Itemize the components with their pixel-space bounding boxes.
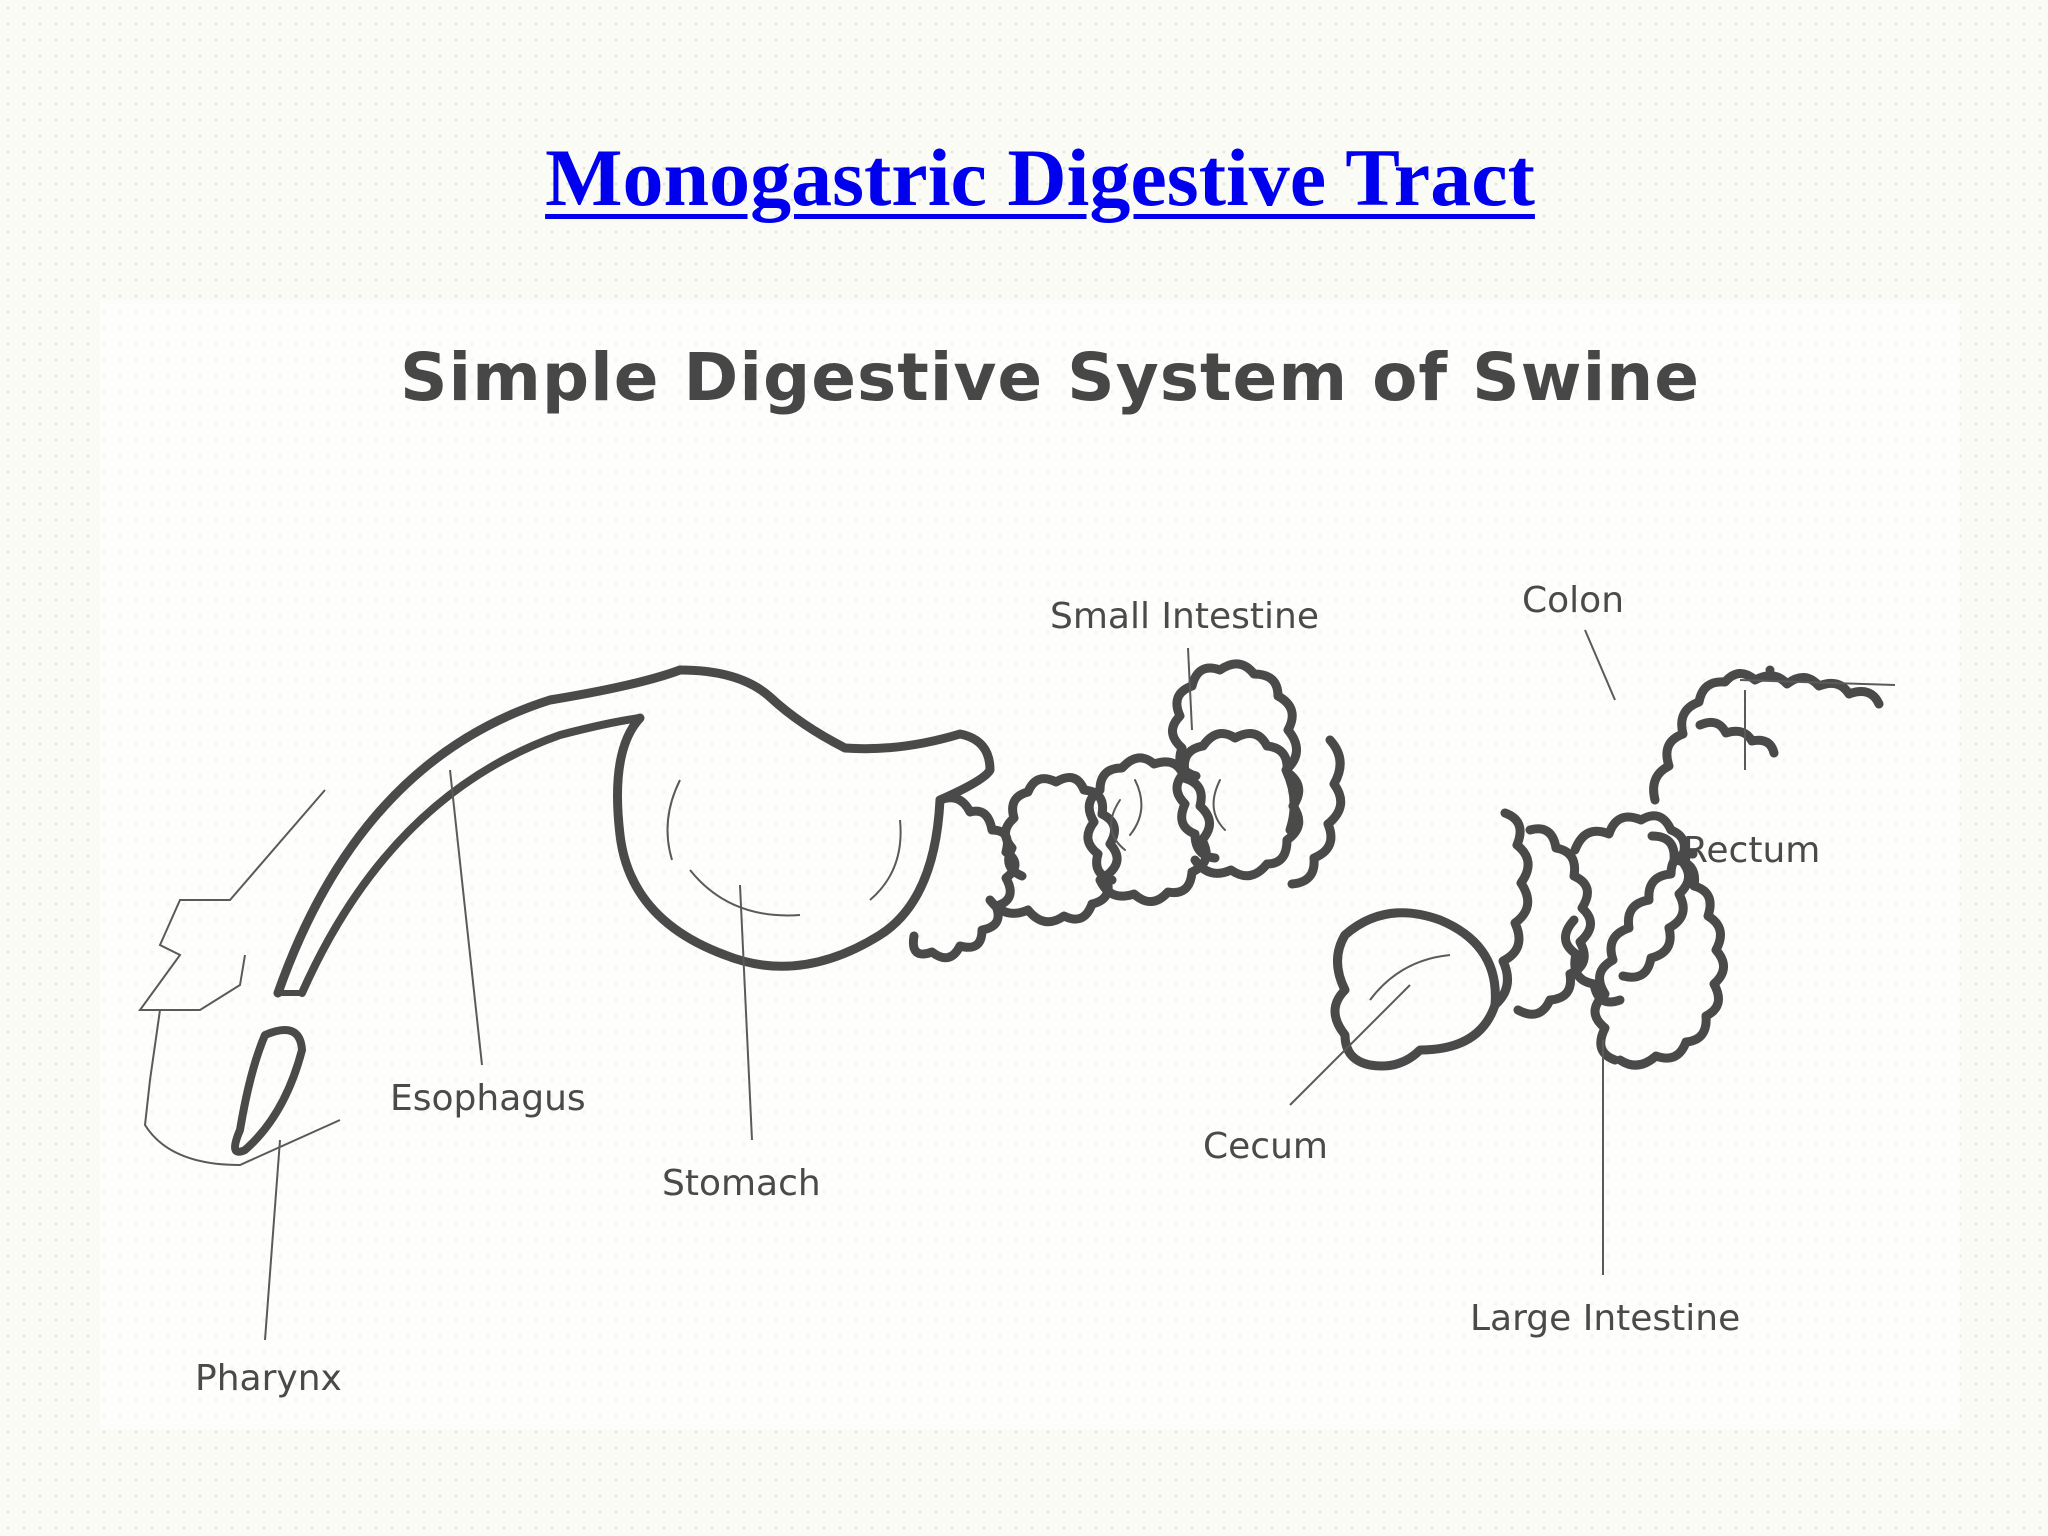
small-intestine-shape xyxy=(908,659,1346,963)
label-small-intestine: Small Intestine xyxy=(1050,596,1319,637)
label-cecum: Cecum xyxy=(1203,1126,1328,1167)
cecum-shape xyxy=(1330,908,1500,1071)
label-colon: Colon xyxy=(1522,580,1624,621)
label-stomach: Stomach xyxy=(662,1163,821,1204)
stomach-shape xyxy=(613,665,995,971)
large-intestine-shape xyxy=(1490,808,1693,1019)
label-esophagus: Esophagus xyxy=(390,1078,586,1119)
label-large-intestine: Large Intestine xyxy=(1470,1298,1740,1339)
snout-outline xyxy=(138,789,341,1167)
diagram-panel xyxy=(100,300,1960,1430)
diagram-title: Simple Digestive System of Swine xyxy=(400,339,1700,416)
slide-title[interactable]: Monogastric Digestive Tract xyxy=(545,132,1535,223)
esophagus-shape xyxy=(273,665,685,998)
label-pharynx: Pharynx xyxy=(195,1358,342,1399)
leader-lines xyxy=(264,629,1896,1341)
pharynx-shape xyxy=(231,1026,306,1156)
label-rectum: Rectum xyxy=(1683,830,1820,871)
